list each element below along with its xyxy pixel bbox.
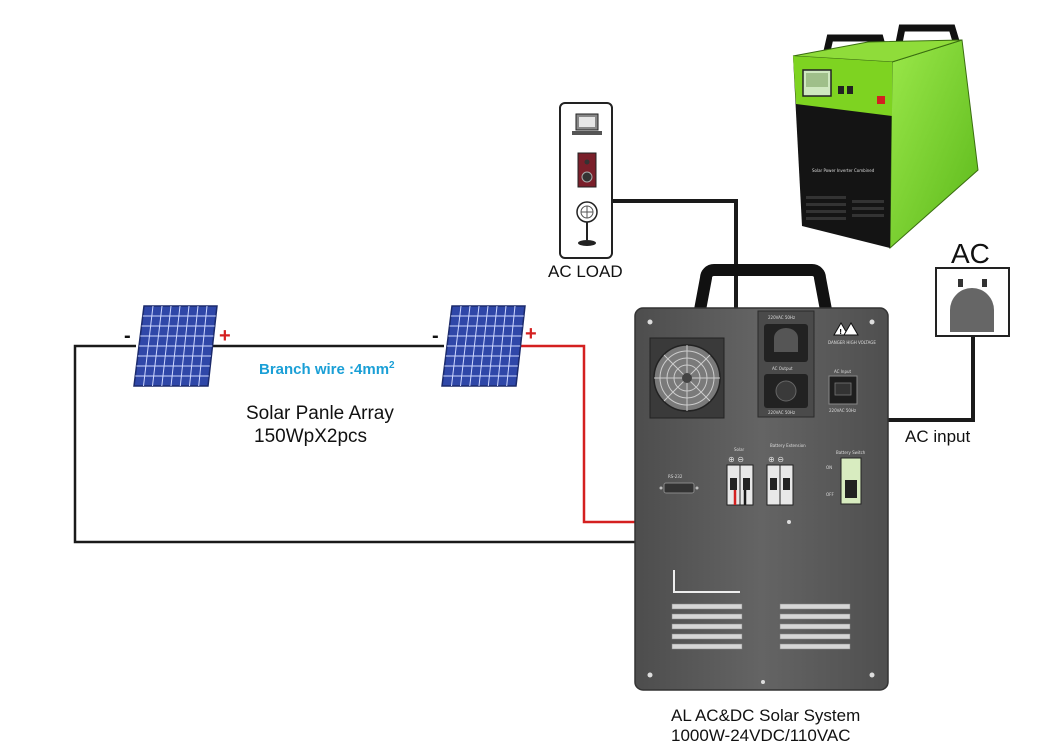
ac-input-small-label: AC Input	[834, 369, 852, 374]
battery-switch-label: Battery Switch	[836, 450, 866, 455]
panel-left-minus: -	[124, 325, 131, 347]
switch-off-label: OFF	[826, 492, 834, 497]
switch-on-label: ON	[826, 465, 832, 470]
ac-load-label: AC LOAD	[548, 262, 623, 281]
svg-text:⊕ ⊖: ⊕ ⊖	[768, 455, 784, 464]
svg-text:⊕ ⊖: ⊕ ⊖	[728, 455, 744, 464]
vent-slots	[671, 603, 851, 650]
panel-right-plus: +	[525, 323, 537, 345]
cooling-fan-icon	[649, 337, 725, 419]
ac-out-bottom-label: 220VAC 50Hz	[768, 410, 795, 415]
inverter-cabinet: 220VAC 50Hz AC Output 220VAC 50Hz ! DANG…	[634, 264, 889, 691]
warning-label: DANGER HIGH VOLTAGE	[828, 340, 876, 345]
warning-icon: !	[833, 322, 859, 336]
ac-input-rating-label: 220VAC 50Hz	[829, 408, 856, 413]
ac-load-box	[559, 102, 613, 259]
branch-wire-superscript: 2	[389, 360, 395, 371]
array-title: Solar Panle Array	[246, 403, 394, 424]
branch-wire-text: Branch wire :4mm	[259, 361, 390, 378]
system-spec: 1000W-24VDC/110VAC	[671, 726, 851, 745]
ac-output-label: AC Output	[772, 366, 793, 371]
fan-icon	[576, 201, 598, 246]
panel-left-plus: +	[219, 325, 231, 347]
solar-panel-left	[133, 305, 218, 387]
array-spec: 150WpX2pcs	[254, 426, 368, 447]
solar-breaker-label: Solar	[734, 447, 745, 452]
battery-extension-breaker	[766, 464, 794, 506]
speaker-icon	[577, 152, 597, 188]
rs232-label: RS-232	[668, 474, 683, 479]
ac-label: AC	[951, 238, 990, 269]
branch-wire-label: Branch wire :4mm2	[259, 360, 395, 378]
battery-switch	[840, 457, 862, 505]
svg-text:Solar Power Inverter Combined: Solar Power Inverter Combined	[812, 168, 875, 173]
green-case-product-image: Solar Power Inverter Combined	[792, 24, 979, 250]
rs232-port-icon	[659, 482, 699, 494]
panel-right-minus: -	[432, 325, 439, 347]
ac-wall-socket	[935, 267, 1010, 337]
solar-breaker	[726, 464, 754, 506]
svg-text:!: !	[839, 328, 842, 336]
computer-icon	[572, 113, 602, 135]
battery-extension-label: Battery Extension	[770, 443, 806, 448]
solar-panel-right	[441, 305, 526, 387]
system-title: AL AC&DC Solar System	[671, 706, 861, 725]
ac-out-top-label: 220VAC 50Hz	[768, 315, 795, 320]
ac-input-label: AC input	[905, 427, 971, 446]
